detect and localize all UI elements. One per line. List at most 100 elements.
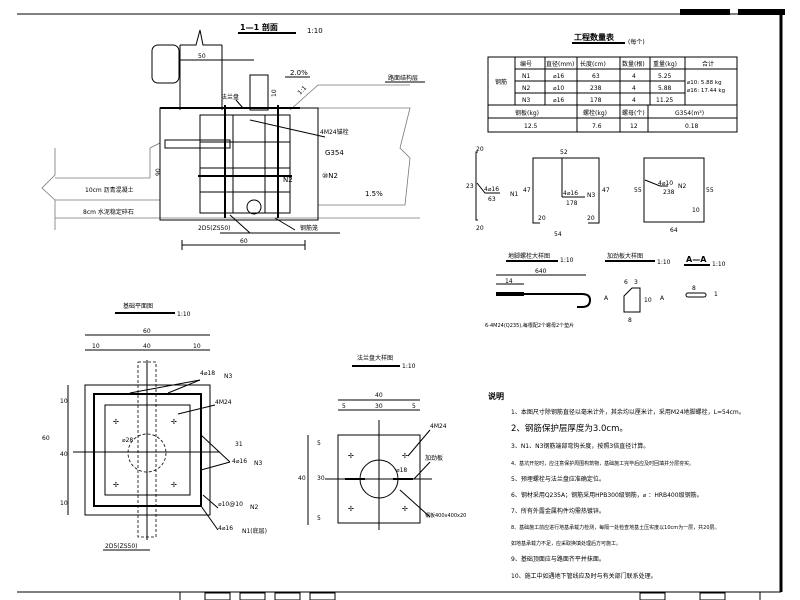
note-item: 1、本图尺寸除钢筋直径以毫米计外，其余均以厘米计，采用M24地脚螺栓，L=54c…: [511, 408, 745, 416]
cell: 63: [592, 73, 600, 80]
note-item: 10、施工中如遇地下管线应及时与有关部门联系处理。: [511, 572, 657, 580]
dim: 40: [298, 475, 306, 482]
cell: 238: [590, 85, 602, 92]
cell: N2: [522, 85, 530, 92]
summary-value: 12: [630, 123, 638, 130]
dim: 6: [624, 279, 628, 286]
cell: ⌀16: [553, 97, 564, 104]
pole-hole: [359, 459, 399, 499]
header-cell: 数量(根): [622, 60, 645, 68]
svg-text:✢: ✢: [171, 418, 177, 426]
dim: 10: [60, 398, 68, 405]
note-item: 3、N1、N3钢筋端部弯钩长度，按照3倍直径计算。: [511, 442, 649, 450]
dim: 30: [317, 475, 325, 482]
pole-circle: [127, 433, 167, 473]
sheet-frame: [17, 9, 785, 600]
stiffener-title: 加劲板大样图: [607, 252, 643, 260]
note-item: 7、所有外露金属构件均需热镀锌。: [511, 507, 605, 515]
label: 钢板400x400x20: [425, 512, 466, 519]
rebar-label: 4⌀16: [484, 186, 499, 193]
rebar-n1-shape: 20 23 20 4⌀16 63 N1: [466, 146, 518, 232]
dim: 5: [342, 403, 346, 410]
layer2-label: 8cm 水泥稳定碎石: [83, 208, 134, 216]
bolt-hole-marks: ✢✢ ✢✢: [348, 452, 408, 513]
cell: ⌀10: [553, 85, 564, 92]
note-item: 6、钢材采用Q235A；钢筋采用HPB300级钢筋，⌀ ：HRB400级钢筋。: [511, 491, 703, 499]
dim: 10: [60, 500, 68, 507]
summary-header: G354(m³): [675, 110, 704, 117]
dim: 54: [554, 231, 562, 238]
slope-top: 2.0%: [290, 69, 308, 77]
svg-text:✢: ✢: [171, 481, 177, 489]
label: ⌀10@10: [218, 501, 243, 508]
rebar-length: 63: [488, 196, 496, 203]
header-cell: 重量(kg): [653, 60, 677, 68]
cell: N3: [522, 97, 530, 104]
cell: 178: [590, 97, 602, 104]
dim-side: 90: [155, 168, 162, 176]
flange-title: 法兰盘大样图: [357, 354, 393, 362]
section-mark: A: [660, 295, 665, 302]
dim: 5: [317, 515, 321, 522]
header-cell: 长度(cm): [580, 60, 606, 68]
stiffener-scale: 1:10: [657, 259, 671, 266]
rebar-n2-shape: 4⌀10 238 N2 55 55 64 10: [634, 157, 714, 234]
pipe-circle: [246, 199, 262, 215]
table-title: 工程数量表: [574, 32, 615, 42]
label: 31: [235, 441, 243, 448]
rebar-n2-label: N2: [283, 176, 293, 184]
label: 4M24: [215, 399, 232, 406]
circle-n2-label: ⑩N2: [322, 172, 338, 180]
section-scale: 1:10: [307, 27, 323, 35]
dim: 20: [476, 225, 484, 232]
road-label: 路面结构层: [388, 74, 418, 82]
dim: 10: [644, 297, 652, 304]
dim: 10: [692, 207, 700, 214]
flange-plate-detail: 法兰盘大样图 1:10 40 5 30 5 40 30 5 5 ⌀18 ✢✢ ✢…: [298, 354, 466, 530]
svg-text:✢: ✢: [348, 452, 354, 460]
dim: 10: [193, 343, 201, 350]
aa-title: A—A: [686, 255, 707, 264]
rebar-id: N2: [678, 183, 686, 190]
dim: 5: [412, 403, 416, 410]
notes: 说明 1、本图尺寸除钢筋直径以毫米计外，其余均以厘米计，采用M24地脚螺栓，L=…: [488, 391, 745, 580]
dim: 8: [692, 285, 696, 292]
label: 4M24: [430, 423, 447, 430]
header-cell: 直径(mm): [546, 60, 574, 68]
note-item: 8、基础施工前应进行地基承载力检测，每隔一处检查地基土压实度以10cm为一层，共…: [511, 524, 720, 531]
dim: ⌀18: [396, 467, 407, 474]
bolt-detail-scale: 1:10: [560, 257, 574, 264]
base-plate-label: 法兰盘: [221, 93, 239, 101]
table-row: N3 ⌀16 178 4 11.25: [522, 97, 673, 104]
dim: 3: [634, 279, 638, 286]
cell: 4: [632, 73, 636, 80]
table-unit: (每个): [628, 38, 645, 46]
dim-10: 10: [271, 89, 278, 97]
summary-value: 12.5: [524, 123, 538, 130]
section-1-1: 1—1 剖面 1:10 10cm 沥青混凝土 8cm 水泥稳定碎石 路面结构层 …: [41, 22, 425, 250]
bolt-detail: 地脚螺栓大样图 1:10 640 14 6-4M24(Q235),每根配2个螺母…: [485, 252, 592, 329]
layer1-label: 10cm 沥青混凝土: [85, 186, 134, 194]
rebar-label: 4⌀10: [658, 180, 673, 187]
section-title: 1—1 剖面: [240, 22, 278, 32]
note-item: 9、基础顶面应与路面齐平并抹面。: [511, 555, 605, 563]
header-cell: 合计: [702, 60, 714, 68]
section-mark: A: [604, 295, 609, 302]
dim-50: 50: [198, 53, 206, 60]
summary-header: 螺母(个): [622, 109, 645, 117]
summary-value: 0.18: [685, 123, 699, 130]
dim: 10: [92, 343, 100, 350]
cell: 4: [632, 85, 636, 92]
cell: N1: [522, 73, 530, 80]
dim: 60: [143, 328, 151, 335]
flange-scale: 1:10: [402, 363, 416, 370]
rebar-id: N3: [587, 192, 595, 199]
dim: 20: [476, 146, 484, 153]
dim: 64: [670, 227, 678, 234]
cell: 5.88: [658, 85, 672, 92]
label: N3: [254, 460, 262, 467]
cell: 4: [632, 97, 636, 104]
slope-right: 1.5%: [365, 190, 383, 198]
quantity-table: 工程数量表 (每个) 钢筋 编号 直径(mm) 长度(cm) 数量(根) 重量(…: [487, 32, 738, 133]
dim: 23: [466, 183, 474, 190]
